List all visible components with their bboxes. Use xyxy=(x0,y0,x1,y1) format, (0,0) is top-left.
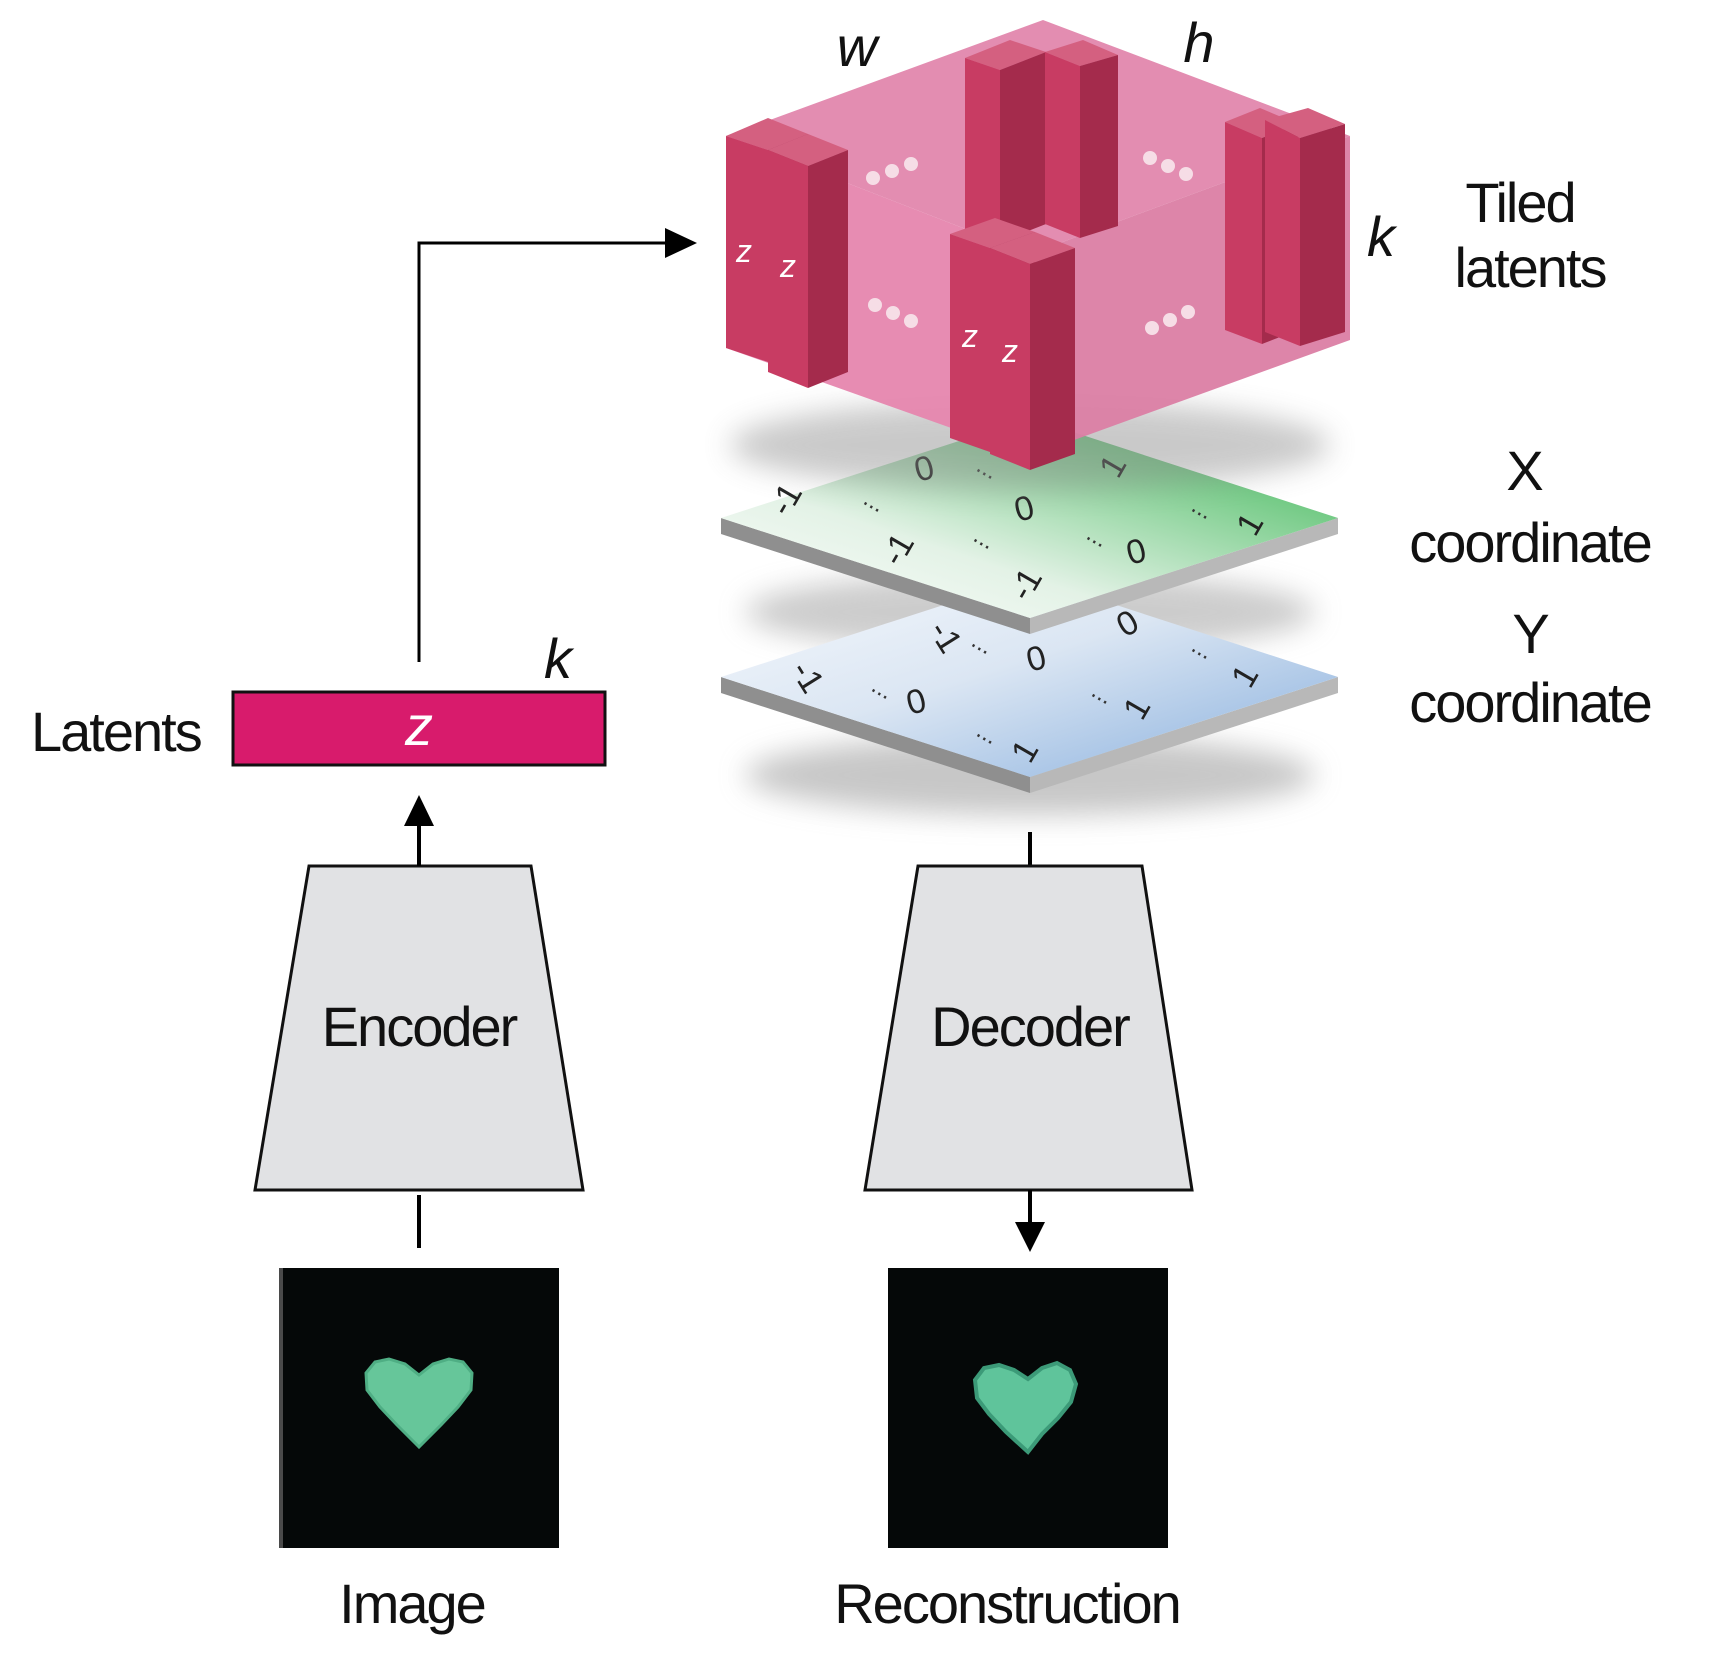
latent-bar-z: z xyxy=(404,694,433,757)
decoder-label: Decoder xyxy=(931,995,1130,1058)
y-coordinate-label-line1: Y xyxy=(1512,602,1549,665)
decoder-block xyxy=(863,864,1194,1192)
reconstruction-image xyxy=(888,1268,1168,1548)
front-column-z2: z xyxy=(1001,333,1018,369)
encoder-arrowhead xyxy=(404,795,434,826)
left-column xyxy=(726,118,848,388)
cube-ellipsis-dots xyxy=(866,151,1195,335)
front-column xyxy=(950,218,1075,470)
latent-dim-k: k xyxy=(544,627,575,690)
connector-arrowhead xyxy=(665,228,697,258)
left-column-z1: z xyxy=(735,233,752,269)
decoder-arrowhead xyxy=(1015,1222,1045,1252)
encoder-block xyxy=(253,864,585,1192)
dim-w-label: w xyxy=(837,15,881,78)
x-coordinate-label-line1: X xyxy=(1506,439,1543,502)
back-column xyxy=(965,40,1118,242)
reconstruction-label: Reconstruction xyxy=(834,1572,1180,1635)
front-column-z1: z xyxy=(961,318,978,354)
y-coordinate-label-line2: coordinate xyxy=(1409,671,1651,734)
heart-shape xyxy=(364,1357,474,1450)
dim-h-label: h xyxy=(1183,11,1212,74)
dim-k-label: k xyxy=(1367,205,1398,268)
x-coordinate-label-line2: coordinate xyxy=(1409,511,1651,574)
tiled-latents-cube: z z z z xyxy=(726,20,1350,470)
latents-to-tiled-connector xyxy=(417,241,665,662)
tiled-latents-label-line1: Tiled xyxy=(1465,171,1574,234)
latent-bar xyxy=(231,690,607,767)
left-column-z2: z xyxy=(779,248,796,284)
input-image xyxy=(279,1268,559,1548)
tiled-latents-label-line2: latents xyxy=(1455,236,1606,299)
latents-label: Latents xyxy=(31,700,201,763)
image-label: Image xyxy=(339,1572,485,1635)
encoder-label: Encoder xyxy=(322,995,518,1058)
reconstruction-heart-shape xyxy=(972,1360,1079,1455)
y-coordinate-plane: -1 0 -1 0 1 0 1 1 ... ... ... ... ... xyxy=(721,577,1338,793)
right-column xyxy=(1225,108,1345,346)
